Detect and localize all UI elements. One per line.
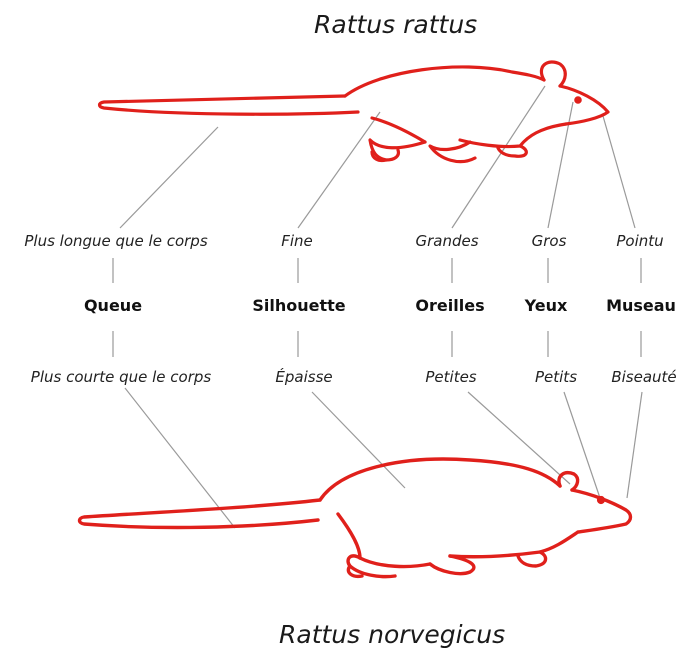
rattus-rattus-back [345,67,544,96]
connector-eye-bottom [564,392,600,498]
connector-tail-top [120,127,218,228]
connector-ear-bottom [468,392,570,484]
label-museau-trait: Museau [606,296,676,315]
label-silhouette-rattus: Fine [281,232,313,250]
label-silhouette-norvegicus: Épaisse [275,368,332,386]
rattus-rattus-eye [576,98,580,102]
connector-snout-top [603,116,635,228]
label-queue-trait: Queue [84,296,142,315]
label-museau-norvegicus: Biseauté [611,368,676,386]
label-queue-rattus: Plus longue que le corps [24,232,207,250]
label-yeux-rattus: Gros [532,232,567,250]
rattus-norvegicus-hip [338,514,360,558]
connector-ear-top [452,86,545,228]
label-queue-norvegicus: Plus courte que le corps [31,368,211,386]
rattus-norvegicus-back [320,459,560,500]
rattus-norvegicus-drawing [80,459,631,577]
label-oreilles-trait: Oreilles [415,296,484,315]
title-rattus-norvegicus: Rattus norvegicus [279,620,505,649]
label-oreilles-norvegicus: Petites [425,368,476,386]
connector-body-top [298,112,380,228]
connector-eye-top [548,102,573,228]
label-oreilles-rattus: Grandes [415,232,478,250]
rattus-rattus-drawing [100,62,609,162]
rattus-norvegicus-belly [450,532,578,557]
rattus-norvegicus-eye [599,498,604,503]
connector-snout-bottom [627,392,642,498]
rattus-rattus-head [560,86,608,124]
rattus-rattus-hip [372,118,425,142]
title-rattus-rattus: Rattus rattus [314,10,477,39]
rattus-rattus-tail [100,96,359,114]
rattus-norvegicus-tail [80,500,321,527]
label-yeux-norvegicus: Petits [535,368,577,386]
label-museau-rattus: Pointu [616,232,663,250]
label-yeux-trait: Yeux [525,296,568,315]
rattus-norvegicus-front-foot [430,556,474,574]
label-silhouette-trait: Silhouette [252,296,345,315]
rattus-norvegicus-ear [559,473,578,490]
rattus-rattus-front-foot [430,142,475,162]
rattus-rattus-ear [541,62,565,86]
